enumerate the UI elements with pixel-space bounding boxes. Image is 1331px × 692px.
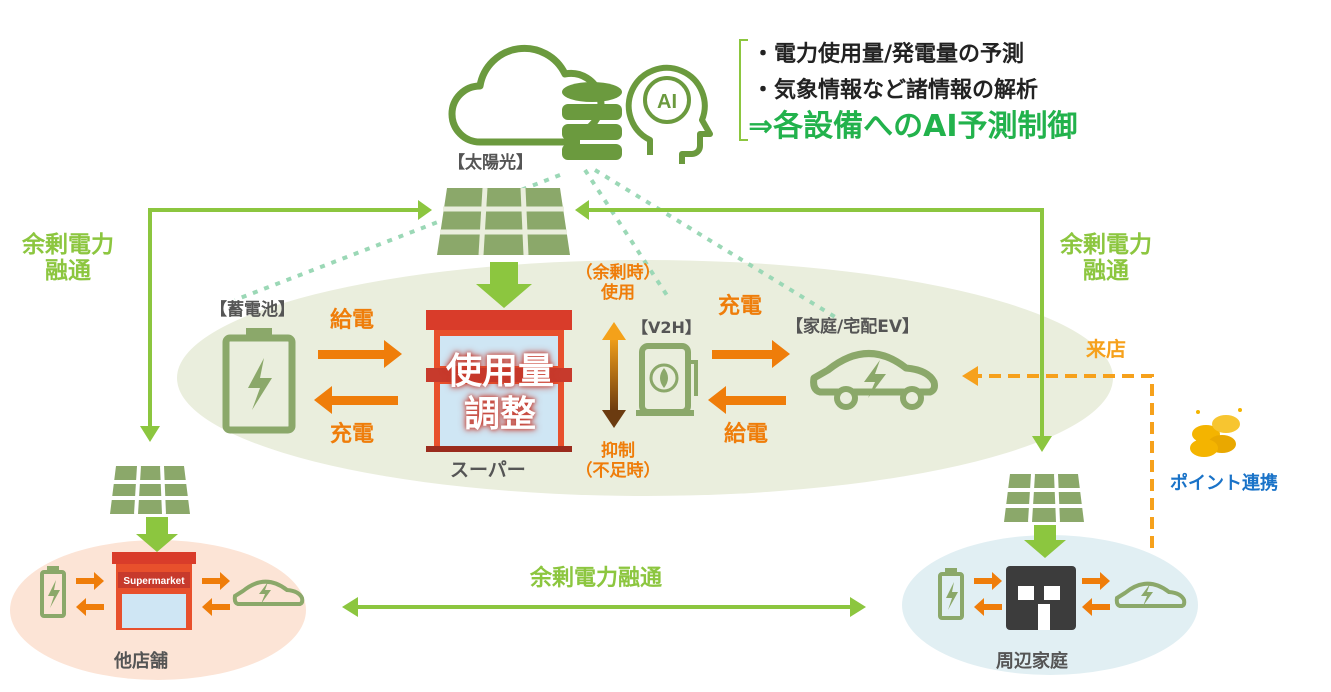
ai-line-1: ・電力使用量/発電量の予測 [752,42,1025,67]
other-store-ev-bolt [259,582,271,604]
surplus-right-label: 余剰電力 融通 [1060,232,1152,285]
suppress-label: 抑制 （不足時） [575,441,661,481]
supermarket-sign: Supermarket [123,576,185,587]
battery-icon [222,328,296,434]
other-store-ev [232,579,305,606]
ev-wheel-front [834,386,858,410]
ai-bracket [739,39,748,141]
data-links [234,168,842,322]
coins-icon [1190,408,1242,457]
surplus-arrow-left-head [418,200,432,220]
surplus-bottom-label: 余剰電力融通 [530,566,663,591]
other-store-battery [40,566,66,618]
charge-left-label: 充電 [330,422,375,447]
other-store-arrows [76,572,230,616]
neighbor-ev-bolt [1141,584,1153,606]
ai-result: ⇒各設備へのAI予測制御 [748,109,1078,144]
ev-car-icon [810,350,938,396]
surplus-arrow-left [148,208,422,430]
solar-right-down-arrow [1024,525,1066,558]
bottom-surplus-arrow [342,597,866,617]
ev-wheel-rear [900,386,924,410]
database-icon [562,82,622,160]
other-store-label: 他店舗 [114,651,168,672]
ai-head-text: AI [657,91,677,113]
battery-label: 【蓄電池】 [210,300,295,320]
points-label: ポイント連携 [1170,473,1278,494]
other-store-building [112,552,196,630]
neighbor-house [1006,566,1076,630]
solar-down-arrow [476,262,532,308]
solar-label: 【太陽光】 [448,153,533,173]
solar-left-down-arrow [136,517,178,552]
arrows-battery-store [314,340,402,414]
visit-arrow [975,374,1154,548]
charge-right-label: 充電 [718,294,763,319]
visit-arrow-head [962,366,978,386]
neighbor-ev [1114,581,1187,608]
neighbor-battery [938,568,964,620]
supermarket-label: スーパー [450,459,526,481]
surplus-arrow-right [585,208,1044,440]
ev-bolt [864,360,886,398]
supply-left-label: 給電 [330,308,375,333]
visit-label: 来店 [1086,337,1126,361]
solar-panel-top [437,187,570,256]
surplus-arrow-left-tip [140,426,160,442]
solar-panel-right [1004,473,1084,523]
ai-head-icon [625,64,713,164]
arrows-v2h-ev [708,340,790,414]
supply-right-label: 給電 [724,422,769,447]
surplus-arrow-right-head [575,200,589,220]
surplus-use-label: （余剰時） 使用 [575,263,661,303]
surplus-arrow-right-tip [1032,436,1052,452]
ai-line-2: ・気象情報など諸情報の解析 [752,78,1039,103]
neighbor-home-label: 周辺家庭 [996,651,1068,672]
v2h-double-arrow [602,322,626,428]
solar-panel-left [110,465,190,515]
store-sign: 使用量 調整 [445,351,554,436]
neighbor-arrows [974,572,1110,616]
v2h-label: 【V2H】 [632,318,701,337]
supermarket-building [426,310,572,452]
surplus-left-label: 余剰電力 融通 [22,232,114,285]
home-ev-label: 【家庭/宅配EV】 [786,317,919,337]
v2h-charger-icon [636,343,698,416]
